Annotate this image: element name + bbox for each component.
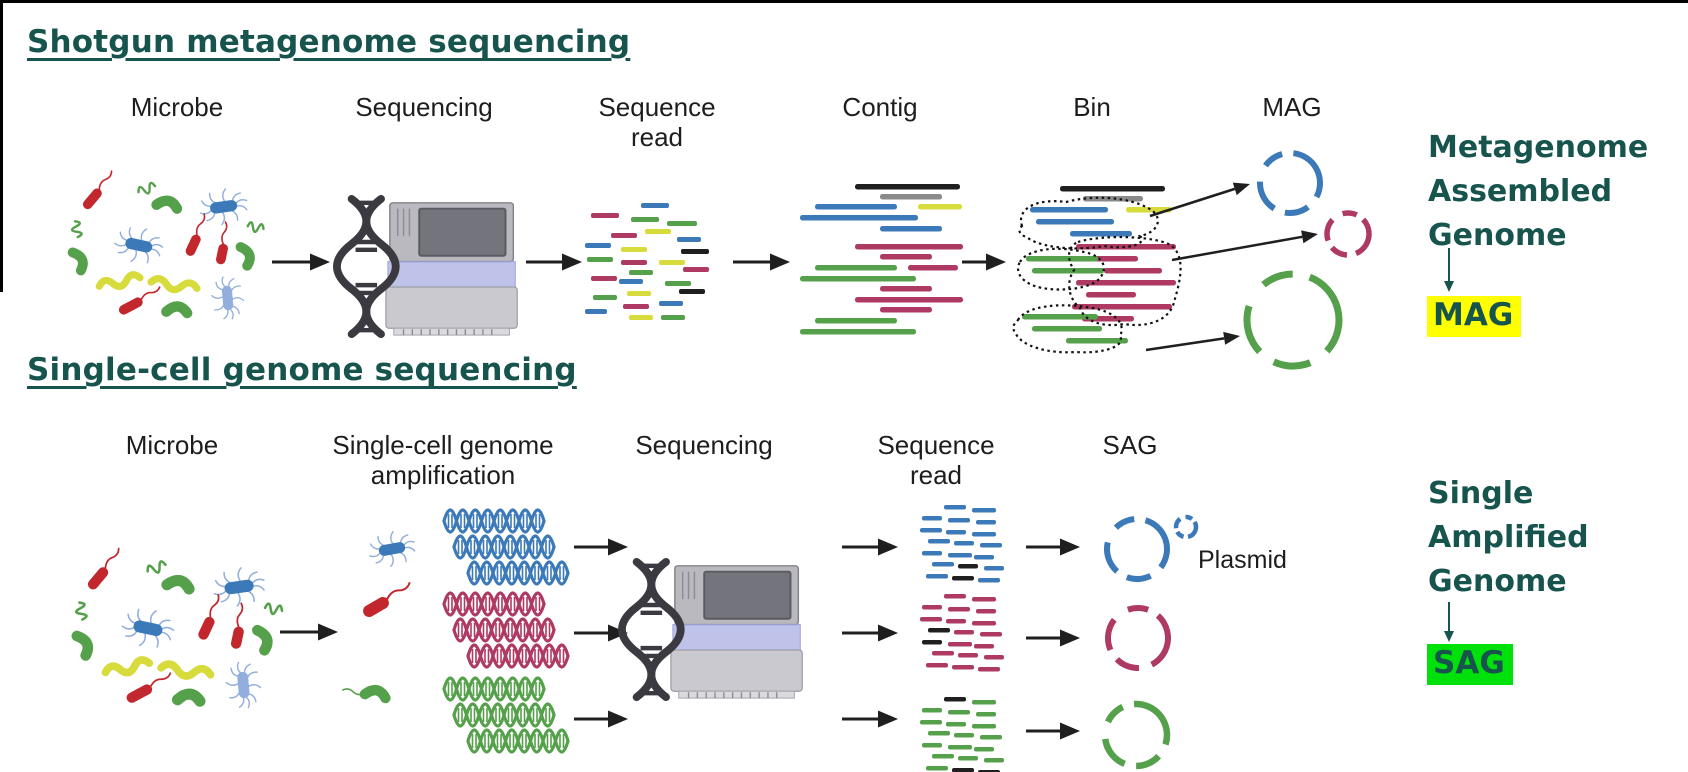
stage-label-sequence-read-2: Sequence read [877, 430, 995, 491]
mag-note-text: Metagenome Assembled Genome [1428, 130, 1649, 253]
shotgun-section-title: Shotgun metagenome sequencing [27, 24, 631, 60]
stage-label-microbe-2: Microbe [125, 430, 219, 460]
mag-genome-circles [1243, 150, 1372, 370]
sequencer-to-reads-arrows [842, 538, 898, 728]
stage-label-amplification: Single-cell genome amplification [332, 430, 554, 491]
slide-border-left [0, 0, 3, 292]
sequence-reads-green [920, 697, 1004, 772]
sequence-reads-1 [585, 203, 709, 320]
sag-genome-circles [1101, 514, 1199, 770]
bins [1012, 186, 1182, 354]
amplification-pink [363, 582, 628, 669]
stage-label-sag: SAG [1102, 430, 1158, 460]
sag-note-text: Single Amplified Genome [1428, 476, 1589, 599]
mag-note-arrow [1444, 248, 1454, 292]
contigs [800, 184, 963, 335]
stage-label-sequencing: Sequencing [355, 92, 493, 122]
microbe-cluster-1 [67, 170, 265, 320]
sequencer-1 [333, 194, 518, 339]
sag-abbr-highlight: SAG [1427, 644, 1513, 685]
sequence-reads-blue [920, 505, 1004, 583]
bin-to-mag-arrows [1145, 182, 1318, 352]
sag-note-arrow [1444, 602, 1454, 642]
sequence-reads-pink [920, 594, 1004, 672]
microbe-cluster-2 [71, 547, 284, 709]
stage-label-microbe: Microbe [130, 92, 224, 122]
plasmid-label: Plasmid [1198, 546, 1287, 574]
slide-border-top [0, 0, 1688, 3]
mag-abbr-highlight: MAG [1427, 296, 1522, 337]
amplification-blue [369, 508, 628, 586]
sequencer-2 [618, 557, 803, 702]
cluster-arrow-2 [280, 623, 338, 641]
stage-label-bin: Bin [1073, 92, 1111, 122]
stage-label-contig: Contig [842, 92, 918, 122]
single-cell-section-title: Single-cell genome sequencing [27, 352, 577, 388]
amplification-green [342, 676, 628, 754]
reads-to-sag-arrows [1026, 538, 1080, 740]
flow-arrows-1 [272, 253, 1006, 271]
stage-label-sequencing-2: Sequencing [635, 430, 773, 460]
stage-label-sequence-read: Sequence read [598, 92, 716, 153]
stage-label-mag: MAG [1262, 92, 1322, 122]
